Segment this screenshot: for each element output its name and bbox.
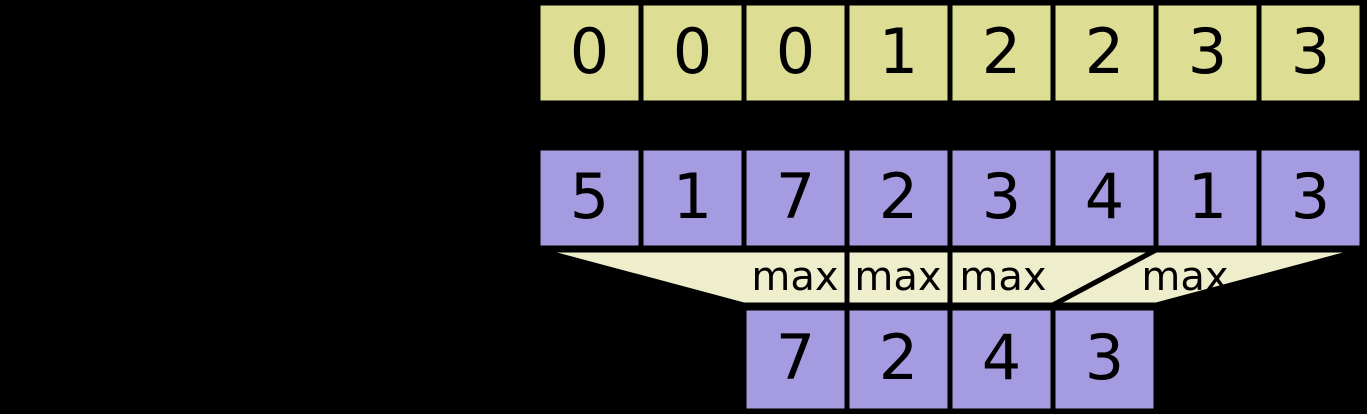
index-cell-2[interactable] xyxy=(741,0,850,106)
index-cell-4[interactable] xyxy=(947,0,1056,106)
output-cell-label-0: 7 xyxy=(776,321,815,394)
output-cell-3[interactable] xyxy=(1050,305,1159,414)
output-row: 7 2 4 3 xyxy=(741,305,1159,414)
index-cell-label-1: 0 xyxy=(673,15,712,88)
index-row: 0 0 0 1 2 2 3 3 xyxy=(535,0,1365,106)
value-cell-label-1: 1 xyxy=(673,160,712,233)
index-cell-7[interactable] xyxy=(1256,0,1365,106)
index-cell-0[interactable] xyxy=(535,0,644,106)
funnel-row: max max max max xyxy=(537,247,1363,308)
output-cell-2[interactable] xyxy=(947,305,1056,414)
max-funnel-3[interactable] xyxy=(1051,247,1363,308)
output-cell-0[interactable] xyxy=(741,305,850,414)
index-cell-label-2: 0 xyxy=(776,15,815,88)
value-cell-label-0: 5 xyxy=(570,160,609,233)
value-cell-1[interactable] xyxy=(638,145,747,251)
index-cell-label-0: 0 xyxy=(570,15,609,88)
max-funnel-label-2: max xyxy=(959,254,1046,300)
value-cell-label-7: 3 xyxy=(1291,160,1330,233)
value-cell-label-3: 2 xyxy=(879,160,918,233)
index-cell-label-3: 1 xyxy=(879,15,918,88)
index-cell-label-4: 2 xyxy=(982,15,1021,88)
max-funnel-label-0: max xyxy=(751,254,838,300)
index-cell-label-6: 3 xyxy=(1188,15,1227,88)
value-cell-label-6: 1 xyxy=(1188,160,1227,233)
index-cell-label-7: 3 xyxy=(1291,15,1330,88)
output-cell-1[interactable] xyxy=(844,305,953,414)
value-cell-label-4: 3 xyxy=(982,160,1021,233)
value-cell-label-2: 7 xyxy=(776,160,815,233)
value-cell-7[interactable] xyxy=(1256,145,1365,251)
index-cell-1[interactable] xyxy=(638,0,747,106)
max-funnel-label-1: max xyxy=(854,254,941,300)
max-funnel-label-3: max xyxy=(1141,254,1228,300)
value-row: 5 1 7 2 3 4 1 3 xyxy=(535,145,1365,251)
index-cell-label-5: 2 xyxy=(1085,15,1124,88)
value-cell-label-5: 4 xyxy=(1085,160,1124,233)
output-cell-label-1: 2 xyxy=(879,321,918,394)
output-cell-label-3: 3 xyxy=(1085,321,1124,394)
index-cell-6[interactable] xyxy=(1153,0,1262,106)
output-cell-label-2: 4 xyxy=(982,321,1021,394)
